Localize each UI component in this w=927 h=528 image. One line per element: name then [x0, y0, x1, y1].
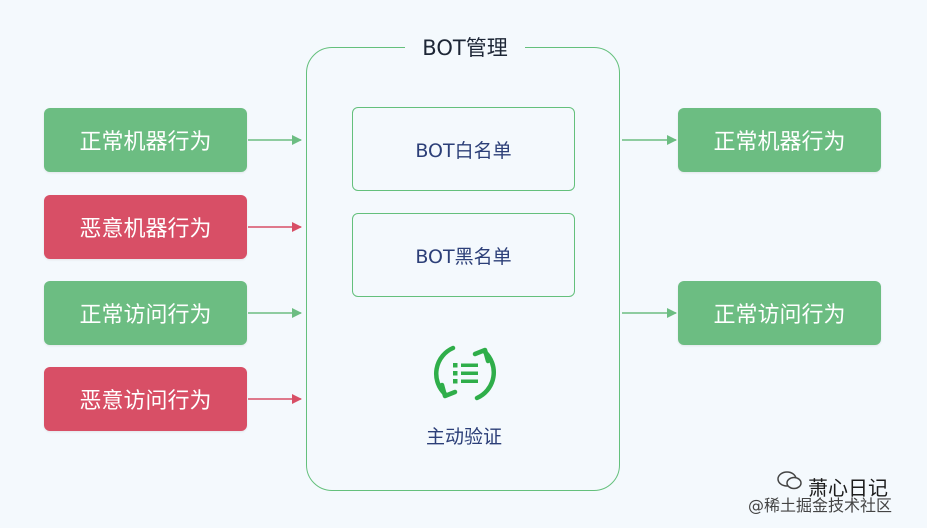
- refresh-list-icon: [434, 345, 496, 401]
- wechat-icon: [777, 471, 802, 490]
- input-box-malicious-machine: 恶意机器行为: [44, 195, 247, 259]
- input-box-malicious-access: 恶意访问行为: [44, 367, 247, 431]
- input-box-normal-access: 正常访问行为: [44, 281, 247, 345]
- input-box-normal-machine: 正常机器行为: [44, 108, 247, 172]
- bot-management-title: BOT管理: [405, 33, 525, 63]
- active-verify-label: 主动验证: [425, 426, 502, 448]
- output-box-normal-access: 正常访问行为: [678, 281, 881, 345]
- output-box-normal-machine: 正常机器行为: [678, 108, 881, 172]
- watermark-juejin: @稀土掘金技术社区: [748, 496, 893, 515]
- watermark-wechat: 萧心日记: [808, 476, 888, 500]
- bot-whitelist-box: BOT白名单: [352, 107, 575, 191]
- bot-blacklist-box: BOT黑名单: [352, 213, 575, 297]
